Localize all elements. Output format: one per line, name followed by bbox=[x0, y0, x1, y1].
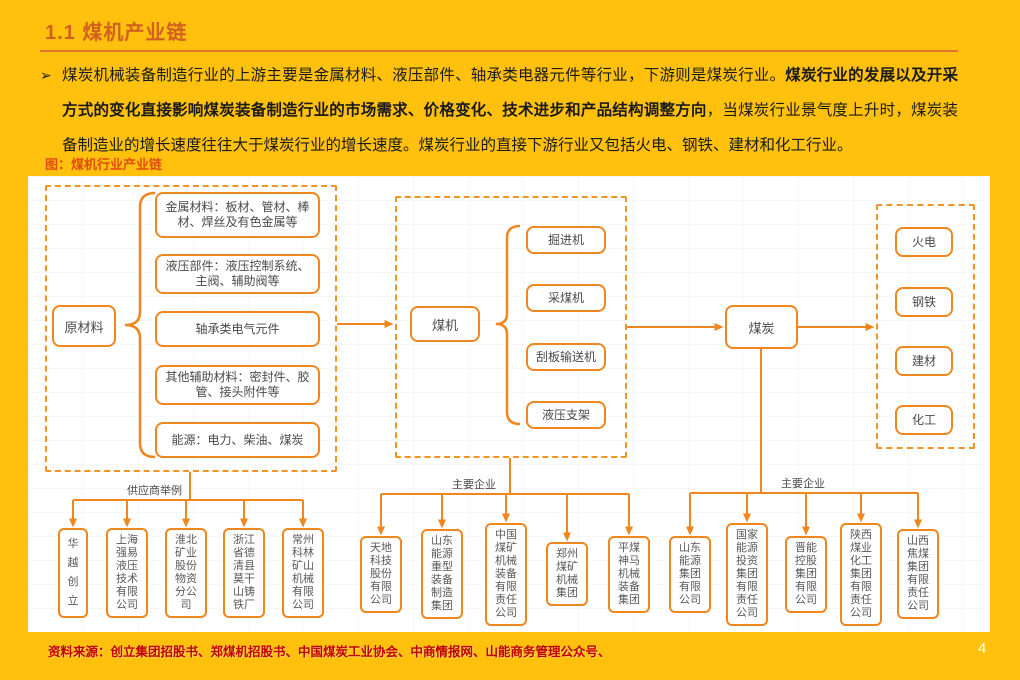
node-coal-machine: 煤机 bbox=[410, 306, 480, 342]
midstream-group-label: 主要企业 bbox=[452, 479, 496, 491]
midstream-item-roadheader: 掘进机 bbox=[526, 226, 606, 254]
downstream-item-thermal-power: 火电 bbox=[895, 227, 953, 257]
title-divider bbox=[40, 50, 958, 52]
midstream-company-4: 郑州煤矿机械集团 bbox=[546, 542, 588, 606]
upstream-dashed-group bbox=[45, 185, 337, 472]
upstream-brace bbox=[124, 191, 156, 459]
midstream-tree-stem bbox=[381, 458, 629, 495]
page-number: 4 bbox=[978, 640, 987, 657]
downstream-item-building-materials: 建材 bbox=[895, 346, 953, 376]
upstream-item-auxiliary: 其他辅助材料：密封件、胶管、接头附件等 bbox=[155, 365, 320, 405]
midstream-company-5: 平煤神马机械装备集团 bbox=[608, 536, 650, 613]
midstream-company-2: 山东能源重型装备制造集团 bbox=[421, 529, 463, 619]
industry-chain-diagram: 原材料 金属材料：板材、管材、棒材、焊丝及有色金属等 液压部件：液压控制系统、主… bbox=[28, 176, 990, 632]
node-coal: 煤炭 bbox=[725, 305, 798, 349]
intro-paragraph: ➢ 煤炭机械装备制造行业的上游主要是金属材料、液压部件、轴承类电器元件等行业，下游… bbox=[40, 58, 958, 163]
node-raw-materials: 原材料 bbox=[52, 305, 116, 347]
midstream-item-hydraulic-support: 液压支架 bbox=[526, 401, 606, 429]
supplier-company-1: 华越创立 bbox=[58, 528, 88, 618]
diagram-connectors bbox=[69, 191, 922, 542]
coal-company-2: 国家能源投资集团有限责任公司 bbox=[726, 523, 768, 626]
figure-caption: 图：煤机行业产业链 bbox=[45, 157, 163, 172]
upstream-item-energy: 能源：电力、柴油、煤炭 bbox=[155, 422, 320, 458]
supplier-company-5: 常州科林矿山机械有限公司 bbox=[282, 528, 324, 618]
midstream-item-scraper-conveyor: 刮板输送机 bbox=[526, 343, 606, 371]
supplier-company-3: 淮北矿业股份物资分公司 bbox=[165, 528, 207, 618]
coal-company-3: 晋能控股集团有限公司 bbox=[785, 536, 827, 613]
downstream-item-steel: 钢铁 bbox=[895, 287, 953, 317]
intro-text-3: ，当煤炭行业景气度上升时，煤炭装备制造业的增长速度往往大于煤炭行业的增长速度。煤… bbox=[62, 102, 958, 154]
upstream-item-hydraulic: 液压部件：液压控制系统、主阀、辅助阀等 bbox=[155, 254, 320, 294]
intro-text-1: 煤炭机械装备制造行业的上游主要是金属材料、液压部件、轴承类电器元件等行业，下游则… bbox=[62, 67, 786, 84]
midstream-item-shearer: 采煤机 bbox=[526, 284, 606, 312]
supplier-group-label: 供应商举例 bbox=[127, 485, 182, 497]
supplier-tree-stem bbox=[73, 472, 303, 501]
coal-company-1: 山东能源集团有限公司 bbox=[669, 536, 711, 613]
source-note: 资料来源：创立集团招股书、郑煤机招股书、中国煤炭工业协会、中商情报网、山能商务管… bbox=[48, 645, 611, 659]
downstream-group-label: 主要企业 bbox=[781, 478, 825, 490]
midstream-company-1: 天地科技股份有限公司 bbox=[360, 536, 402, 613]
downstream-item-chemical: 化工 bbox=[895, 405, 953, 435]
supplier-company-4: 浙江省德清县莫干山铸铁厂 bbox=[223, 528, 265, 618]
downstream-dashed-group bbox=[876, 204, 975, 449]
supplier-company-2: 上海强易液压技术有限公司 bbox=[106, 528, 148, 618]
upstream-item-metal: 金属材料：板材、管材、棒材、焊丝及有色金属等 bbox=[155, 192, 320, 238]
bullet-arrow-icon: ➢ bbox=[40, 67, 52, 83]
midstream-dashed-group bbox=[395, 196, 627, 458]
coal-tree-stem bbox=[690, 349, 918, 494]
midstream-company-3: 中国煤矿机械装备有限责任公司 bbox=[485, 523, 527, 626]
page-title: 1.1 煤机产业链 bbox=[45, 22, 188, 44]
upstream-item-bearing: 轴承类电气元件 bbox=[155, 311, 320, 347]
midstream-brace bbox=[495, 224, 521, 426]
coal-company-4: 陕西煤业化工集团有限责任公司 bbox=[840, 523, 882, 626]
coal-company-5: 山西焦煤集团有限责任公司 bbox=[897, 529, 939, 619]
intro-text-bold: 煤炭行业的发展以及开采方式的变化直接影响煤炭装备制造行业的市场需求、价格变化、技… bbox=[62, 67, 958, 119]
